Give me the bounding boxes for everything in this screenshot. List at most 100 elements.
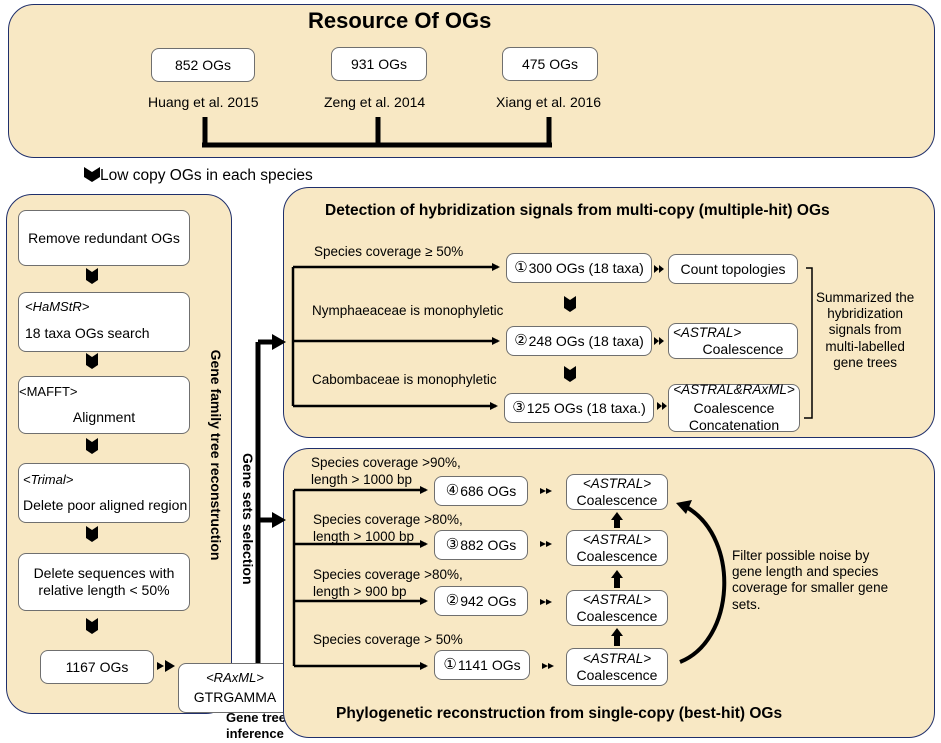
step-delete-sequences: Delete sequences with relative length < … — [18, 553, 190, 611]
single-branches — [292, 486, 428, 670]
method-astral-raxml: <ASTRAL&RAxML> Coalescence Concatenation — [668, 382, 800, 434]
set-label-686: 686 OGs — [460, 482, 517, 499]
step-remove-redundant: Remove redundant OGs — [18, 210, 190, 266]
single-astral-3: <ASTRAL> Coalescence — [566, 590, 668, 626]
filter-note-line-4: sets. — [732, 596, 761, 612]
filter-note-line-1: Filter possible noise by — [732, 548, 870, 563]
source-ref-xiang: Xiang et al. 2016 — [496, 94, 602, 110]
multi-branches — [291, 263, 500, 410]
mafft-step-text: Alignment — [72, 409, 136, 426]
astral-tool-label-s3: <ASTRAL> — [582, 591, 652, 607]
step-trimal: <Trimal> Delete poor aligned region — [18, 463, 190, 523]
source-count-xiang: 475 OGs — [502, 47, 598, 81]
result-1167-ogs: 1167 OGs — [40, 650, 154, 684]
mafft-tool-label: <MAFFT> — [19, 383, 78, 399]
single-astral-1: <ASTRAL> Coalescence — [566, 474, 668, 510]
astral-raxml-tool-label: <ASTRAL&RAxML> — [673, 382, 795, 398]
gene-tree-label-2: inference — [226, 726, 284, 741]
trimal-step-text: Delete poor aligned region — [23, 497, 188, 514]
astral-tool-label-s4: <ASTRAL> — [582, 650, 652, 666]
criterion-90-line1: Species coverage >90%, — [311, 455, 461, 470]
raxml-box: <RAxML> GTRGAMMA — [178, 663, 292, 713]
pipeline-chevrons — [86, 268, 175, 672]
coalescence-text-s3: Coalescence — [576, 607, 658, 624]
single-astral-4: <ASTRAL> Coalescence — [566, 648, 668, 686]
source-ref-huang: Huang et al. 2015 — [148, 94, 259, 110]
method-astral-1: <ASTRAL> Coalescence — [668, 323, 798, 359]
astral-tool-label-s1: <ASTRAL> — [582, 475, 652, 491]
criterion-90-line2: length > 1000 bp — [311, 472, 412, 487]
filter-note-line-3: coverage for smaller gene — [732, 580, 889, 596]
delete-seq-line1: Delete sequences with — [33, 565, 175, 582]
set-label-125: 125 OGs (18 taxa.) — [526, 399, 646, 416]
hamstr-tool-label: <HaMStR> — [25, 299, 90, 314]
method-count-topologies: Count topologies — [668, 254, 798, 284]
coalescence-text-s2: Coalescence — [576, 547, 658, 564]
step-hamstr: <HaMStR> 18 taxa OGs search — [18, 292, 190, 352]
summary-line-2: hybridization — [827, 306, 904, 322]
set-label-300: 300 OGs (18 taxa) — [528, 259, 644, 276]
coalescence-text: Coalescence — [693, 400, 775, 417]
criterion-80b-line1: Species coverage >80%, — [313, 567, 463, 582]
single-astral-2: <ASTRAL> Coalescence — [566, 530, 668, 566]
trunk-arrow-top — [272, 334, 286, 350]
astral-up-arrows — [611, 512, 623, 646]
chevron-down-icon — [84, 167, 100, 182]
filter-curve-arrow — [679, 506, 727, 664]
summary-line-3: signals from — [828, 322, 902, 338]
gene-tree-label-1: Gene tree — [226, 710, 286, 725]
summary-line-1: Summarized the — [816, 290, 915, 305]
summary-bracket — [804, 267, 813, 419]
coalescence-text-s4: Coalescence — [576, 666, 658, 683]
set-number-3: ③ — [512, 399, 526, 416]
criterion-50: Species coverage > 50% — [313, 632, 463, 647]
trimal-tool-label: <Trimal> — [23, 471, 74, 487]
source-count-zeng: 931 OGs — [331, 47, 427, 81]
source-count-huang: 852 OGs — [151, 48, 255, 82]
criterion-80a-line2: length > 1000 bp — [313, 529, 414, 544]
set-label-248: 248 OGs (18 taxa) — [528, 332, 644, 349]
set-number-4: ④ — [445, 482, 460, 499]
summary-line-5: gene trees — [833, 354, 898, 370]
resource-title: Resource Of OGs — [308, 8, 492, 33]
set-number-1b: ① — [443, 656, 457, 673]
set-number-2b: ② — [445, 592, 460, 609]
coalescence-text-s1: Coalescence — [576, 491, 658, 508]
astral-tool-label: <ASTRAL> — [673, 324, 742, 340]
concatenation-text: Concatenation — [688, 417, 780, 434]
filter-note: Filter possible noise by gene length and… — [732, 548, 888, 613]
criterion-nymphaeaceae: Nymphaeaceae is monophyletic — [312, 303, 504, 318]
resource-bracket — [202, 117, 552, 148]
single-chevrons — [540, 488, 554, 669]
trunk-lines — [255, 339, 274, 663]
astral-tool-label-s2: <ASTRAL> — [582, 531, 652, 547]
summary-text: Summarized the hybridization signals fro… — [816, 290, 914, 371]
raxml-step-text: GTRGAMMA — [193, 689, 277, 706]
set-label-1141: 1141 OGs — [457, 656, 521, 673]
pipeline-panel — [6, 194, 232, 714]
set-number-1: ① — [514, 259, 528, 276]
criterion-coverage-50: Species coverage ≥ 50% — [314, 244, 464, 259]
filter-note-line-2: gene length and species — [732, 564, 879, 580]
raxml-tool-label: <RAxML> — [206, 669, 264, 685]
filter-curve-arrowhead — [676, 500, 692, 514]
set-label-882: 882 OGs — [460, 536, 517, 553]
hamstr-step-text: 18 taxa OGs search — [25, 324, 150, 341]
single-copy-title: Phylogenetic reconstruction from single-… — [336, 705, 783, 722]
source-ref-zeng: Zeng et al. 2014 — [324, 94, 426, 110]
criterion-80b-line2: length > 900 bp — [313, 584, 407, 599]
multi-copy-title: Detection of hybridization signals from … — [325, 202, 830, 219]
trunk-arrow-bottom — [272, 512, 286, 528]
criterion-80a-line1: Species coverage >80%, — [313, 512, 463, 527]
low-copy-label: Low copy OGs in each species — [100, 167, 313, 184]
summary-line-4: multi-labelled — [825, 338, 905, 354]
step-mafft: <MAFFT> Alignment — [18, 376, 190, 434]
astral-method-text: Coalescence — [702, 340, 784, 357]
